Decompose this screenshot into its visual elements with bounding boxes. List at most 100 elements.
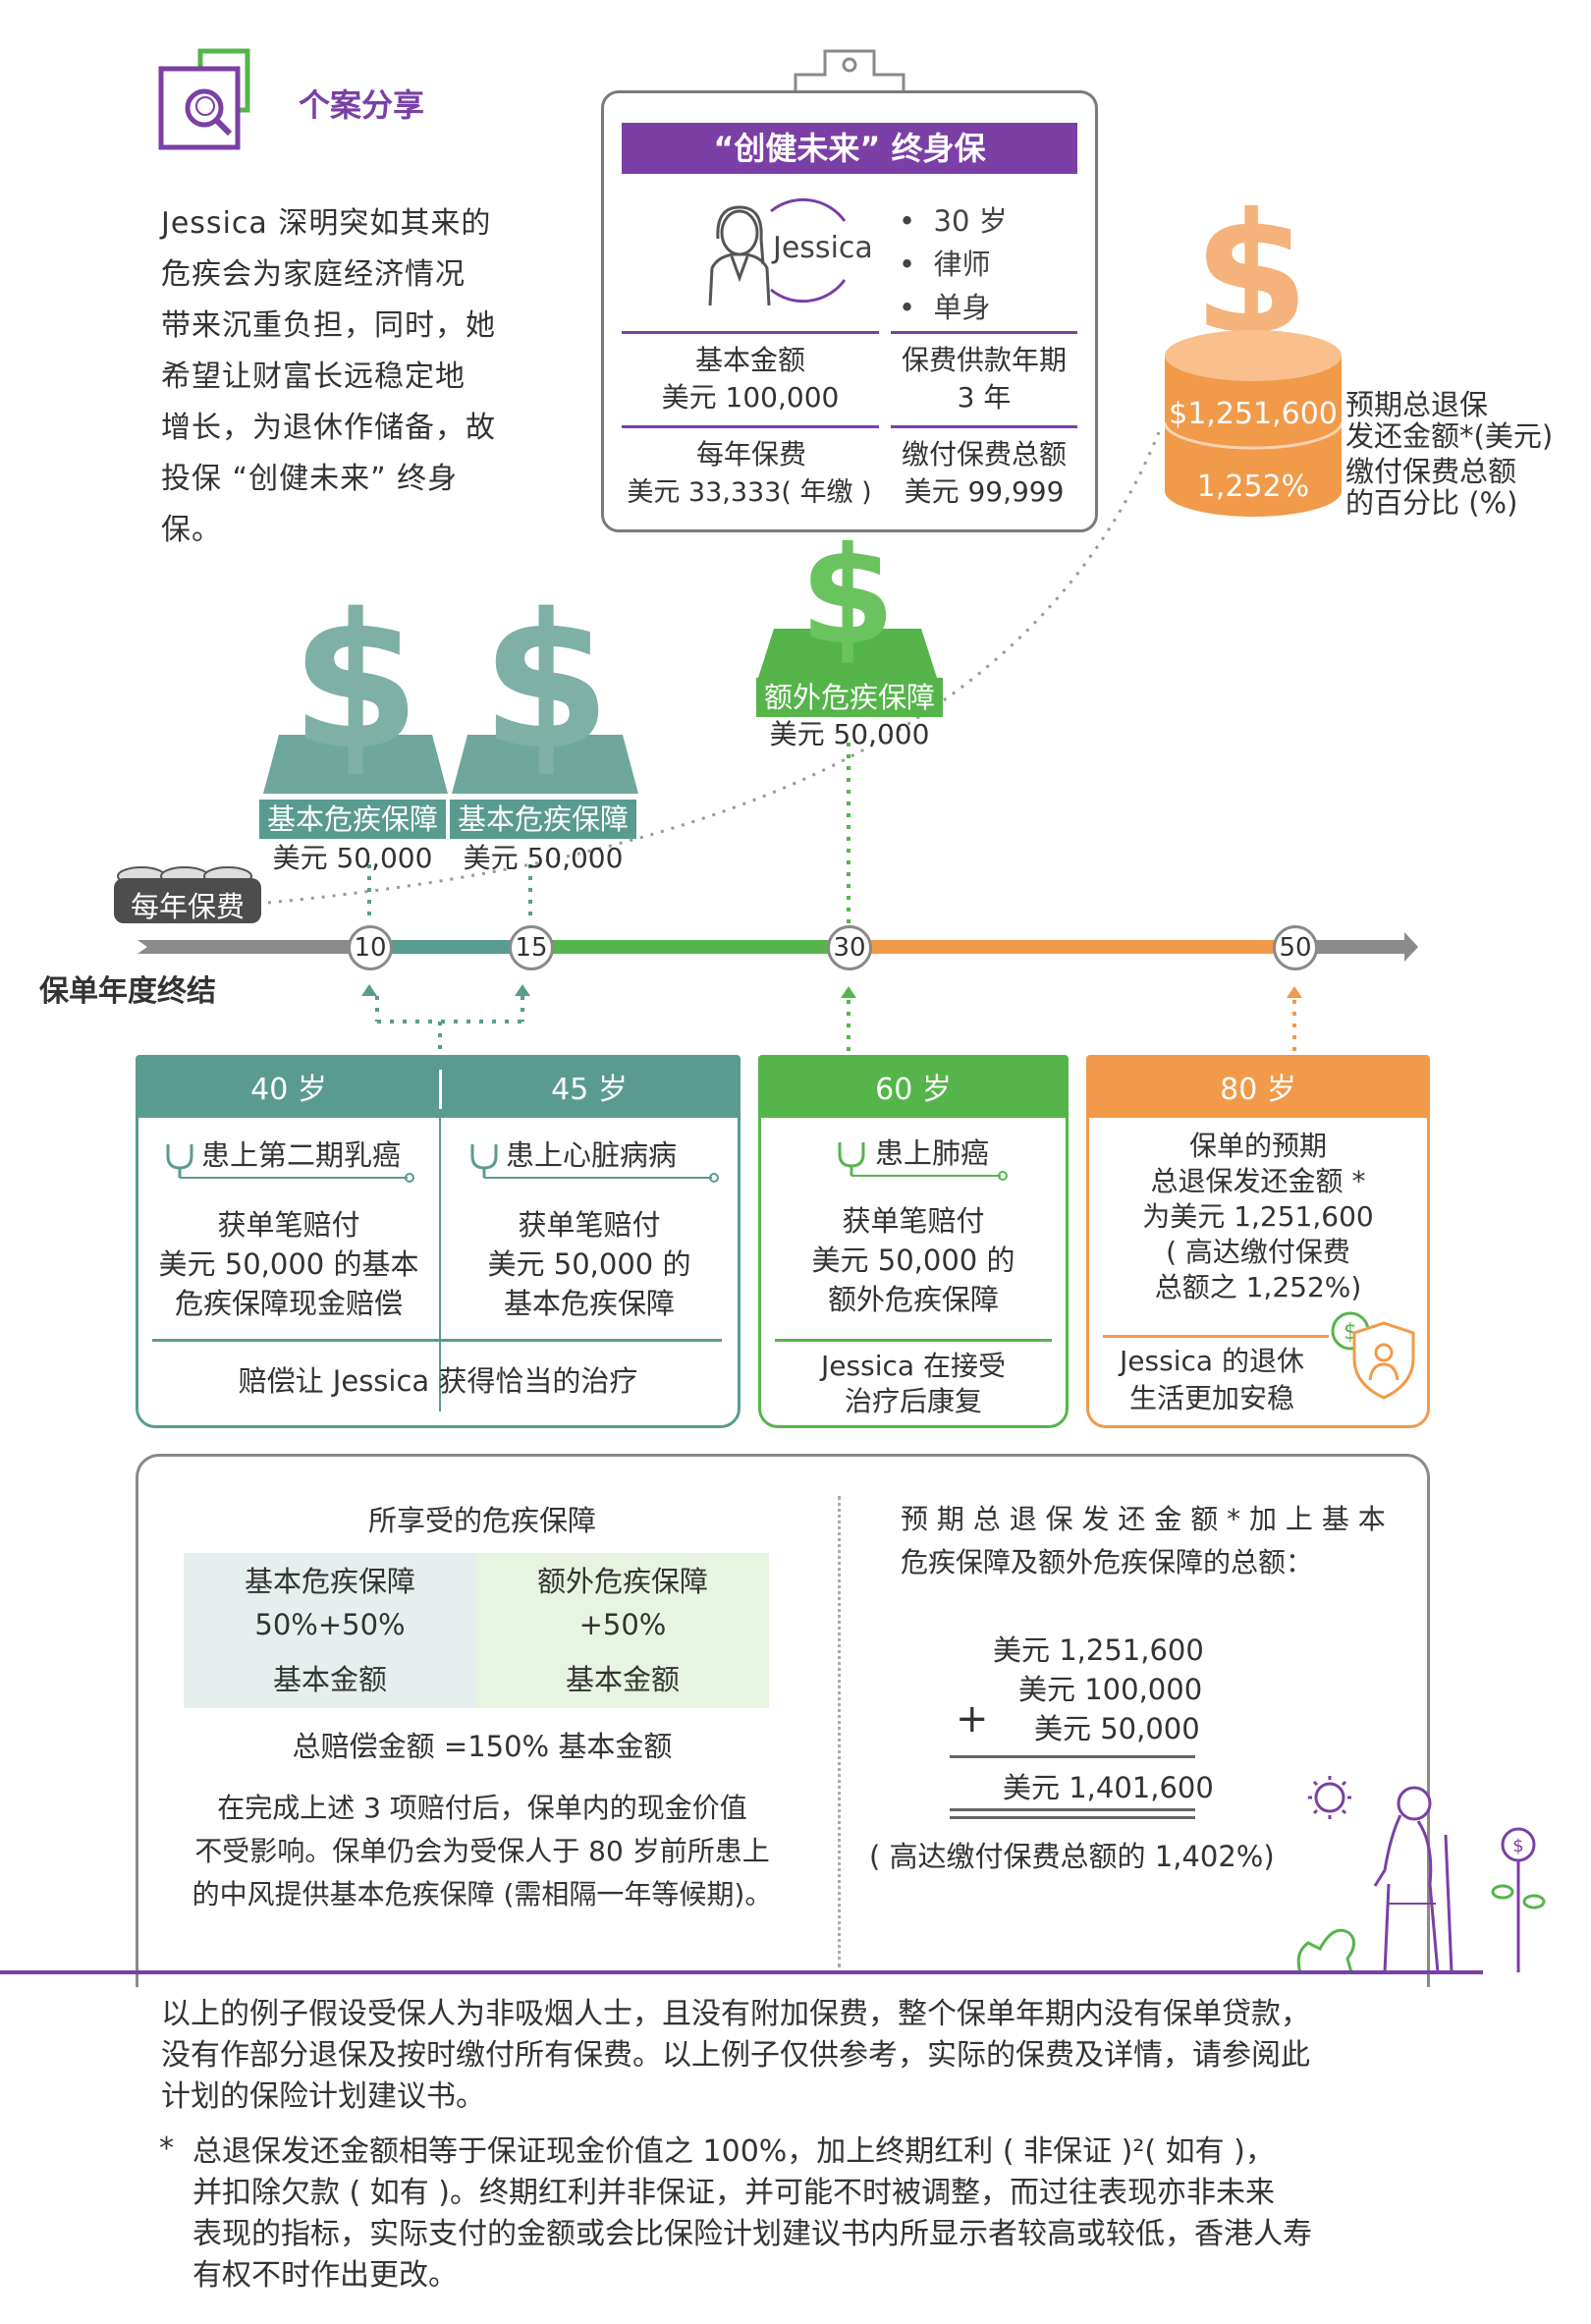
annual-premium-label: 每年保费 bbox=[130, 890, 245, 923]
sum-value: 美元 100,000 bbox=[661, 381, 840, 414]
projection-percent: 1,252% bbox=[1196, 470, 1310, 504]
term-value: 3 年 bbox=[957, 381, 1012, 414]
sum-note: ( 高达缴付保费总额的 1,402%) bbox=[869, 1840, 1275, 1873]
footer-divider bbox=[0, 1970, 1483, 1974]
policy-title: “创健未来” 终身保 bbox=[622, 123, 1077, 174]
summary-box: 所享受的危疾保障 基本危疾保障 50%+50% 基本金额 额外危疾保障 +50%… bbox=[136, 1454, 1430, 1987]
footer-80: Jessica 的退休 生活更加安稳 bbox=[1120, 1345, 1304, 1414]
sum-line-1: 美元 1,251,600 bbox=[993, 1633, 1204, 1667]
marker-10: 10 bbox=[348, 925, 393, 970]
svg-text:$: $ bbox=[291, 597, 420, 791]
term-label: 保费供款年期 bbox=[901, 344, 1067, 376]
svg-text:$: $ bbox=[799, 540, 895, 676]
svg-text:$: $ bbox=[1512, 1836, 1523, 1856]
sum-line-3: 美元 50,000 bbox=[1034, 1712, 1200, 1745]
summary-total: 总赔偿金额 =150% 基本金额 bbox=[292, 1730, 673, 1763]
projection-cylinder bbox=[1163, 324, 1344, 521]
col1-head: 基本危疾保障 bbox=[244, 1565, 415, 1598]
claim-45: 获单笔赔付 美元 50,000 的 基本危疾保障 bbox=[487, 1208, 691, 1320]
age-60: 60 岁 bbox=[758, 1055, 1069, 1118]
stethoscope-icon bbox=[466, 1138, 722, 1184]
policy-card: “创健未来” 终身保 Jessica • 30 岁 • 律师 • 单身 基本金额… bbox=[601, 90, 1098, 532]
condition-60: 患上肺癌 bbox=[875, 1136, 990, 1170]
annual-premium-coins-icon bbox=[112, 862, 263, 925]
sum-label: 基本金额 bbox=[694, 344, 805, 376]
summary-right-title: 预 期 总 退 保 发 还 金 额 * 加 上 基 本 危疾保障及额外危疾保障的… bbox=[901, 1503, 1386, 1578]
premium-value: 美元 33,333( 年缴 ) bbox=[627, 477, 872, 508]
sum-plus: + bbox=[956, 1696, 989, 1742]
insured-name: Jessica bbox=[773, 231, 873, 265]
story-line: 带来沉重负担，同时，她 bbox=[161, 308, 496, 343]
card-60: 60 岁 患上肺癌 获单笔赔付 美元 50,000 的 额外危疾保障 Jessi… bbox=[758, 1055, 1069, 1428]
name-arc-icon bbox=[751, 192, 859, 309]
premium-label: 每年保费 bbox=[695, 438, 806, 470]
story-line: 希望让财富长远稳定地 bbox=[161, 360, 466, 394]
basic-benefit-dollar-icon: $ $ bbox=[259, 574, 642, 794]
extra-benefit-dollar-icon: $ bbox=[754, 516, 941, 678]
age-40: 40 岁 bbox=[250, 1073, 327, 1107]
projection-percent-label: 缴付保费总额 的百分比 (%) bbox=[1345, 455, 1518, 520]
marker-15: 15 bbox=[509, 925, 554, 970]
summary-note: 在完成上述 3 项赔付后，保单内的现金价值 不受影响。保单仍会为受保人于 80 … bbox=[192, 1792, 773, 1910]
footnote-star-text: 总退保发还金额相等于保证现金价值之 100%，加上终期红利 ( 非保证 )²( … bbox=[192, 2134, 1312, 2293]
card-40-45: 40 岁 45 岁 患上第二期乳癌 患上心脏病病 获单笔赔付 美元 50,000… bbox=[136, 1055, 741, 1428]
case-story: Jessica 深明突如其来的 危疾会为家庭经济情况 带来沉重负担，同时，她 希… bbox=[161, 198, 515, 556]
case-icon bbox=[157, 47, 275, 155]
story-line: 危疾会为家庭经济情况 bbox=[161, 257, 466, 292]
retiree-dog-illustration: $ bbox=[1290, 1776, 1562, 1982]
dollar-icon: $ bbox=[1193, 178, 1309, 372]
basic-benefit-2-label: 基本危疾保障 bbox=[450, 800, 636, 839]
divider bbox=[622, 331, 879, 334]
svg-text:$: $ bbox=[481, 597, 611, 791]
clipboard-clip bbox=[786, 45, 913, 94]
basic-benefit-1-value: 美元 50,000 bbox=[272, 842, 433, 874]
stethoscope-icon bbox=[834, 1136, 1030, 1182]
col2-base: 基本金额 bbox=[565, 1663, 680, 1696]
age-80: 80 岁 bbox=[1086, 1055, 1430, 1118]
card-80: 80 岁 保单的预期 总退保发还金额 * 为美元 1,251,600 ( 高达缴… bbox=[1086, 1055, 1430, 1428]
story-line: 投保 “创健未来” 终身保。 bbox=[161, 462, 459, 547]
sum-result: 美元 1,401,600 bbox=[1003, 1771, 1214, 1804]
condition-40: 患上第二期乳癌 bbox=[201, 1138, 402, 1172]
bullet-status: • 单身 bbox=[899, 291, 991, 324]
benefit-table: 基本危疾保障 50%+50% 基本金额 额外危疾保障 +50% 基本金额 bbox=[184, 1553, 769, 1708]
stethoscope-icon bbox=[162, 1138, 417, 1184]
basic-benefit-1-label: 基本危疾保障 bbox=[259, 800, 446, 839]
footnote-paragraph: 以上的例子假设受保人为非吸烟人士，且没有附加保费，整个保单年期内没有保单贷款， … bbox=[161, 1997, 1310, 2114]
svg-text:$: $ bbox=[1194, 196, 1308, 344]
claim-60: 获单笔赔付 美元 50,000 的 额外危疾保障 bbox=[811, 1204, 1015, 1316]
marker-30: 30 bbox=[827, 925, 872, 970]
footer-60: Jessica 在接受 治疗后康复 bbox=[821, 1350, 1006, 1417]
extra-benefit-label: 额外危疾保障 bbox=[756, 678, 943, 717]
story-line: 增长，为退休作储备，故 bbox=[161, 411, 496, 445]
basic-benefit-2-value: 美元 50,000 bbox=[463, 842, 624, 874]
claim-40: 获单笔赔付 美元 50,000 的基本 危疾保障现金赔偿 bbox=[158, 1208, 419, 1320]
story-line: Jessica 深明突如其来的 bbox=[161, 206, 492, 241]
divider bbox=[622, 425, 879, 428]
teal-footer: 赔偿让 Jessica 获得恰当的治疗 bbox=[238, 1364, 638, 1398]
axis-label: 保单年度终结 bbox=[39, 974, 216, 1009]
bullet-job: • 律师 bbox=[899, 248, 991, 281]
summary-left-title: 所享受的危疾保障 bbox=[367, 1504, 596, 1537]
total-label: 缴付保费总额 bbox=[901, 438, 1067, 470]
projection-amount-label: 预期总退保 发还金额*(美元) bbox=[1345, 388, 1554, 453]
bullet-age: • 30 岁 bbox=[899, 204, 1008, 238]
condition-45: 患上心脏病病 bbox=[506, 1138, 678, 1172]
age-45: 45 岁 bbox=[551, 1073, 628, 1107]
extra-benefit-value: 美元 50,000 bbox=[769, 718, 930, 750]
col2-head: 额外危疾保障 bbox=[536, 1565, 708, 1598]
col2-pct: +50% bbox=[578, 1608, 667, 1641]
marker-50: 50 bbox=[1273, 925, 1318, 970]
divider bbox=[891, 425, 1077, 428]
col1-base: 基本金额 bbox=[272, 1663, 387, 1696]
col1-pct: 50%+50% bbox=[254, 1608, 406, 1641]
sum-line-2: 美元 100,000 bbox=[1018, 1673, 1203, 1706]
divider bbox=[891, 331, 1077, 334]
case-heading: 个案分享 bbox=[299, 86, 425, 124]
person-icon bbox=[690, 199, 789, 307]
money-shield-icon: $ bbox=[1329, 1309, 1423, 1404]
insured-bullets: • 30 岁 • 律师 • 单身 bbox=[899, 199, 1008, 329]
projection-amount: $1,251,600 bbox=[1169, 397, 1338, 431]
total-value: 美元 99,999 bbox=[904, 475, 1065, 508]
footnote-star: * bbox=[159, 2131, 174, 2166]
